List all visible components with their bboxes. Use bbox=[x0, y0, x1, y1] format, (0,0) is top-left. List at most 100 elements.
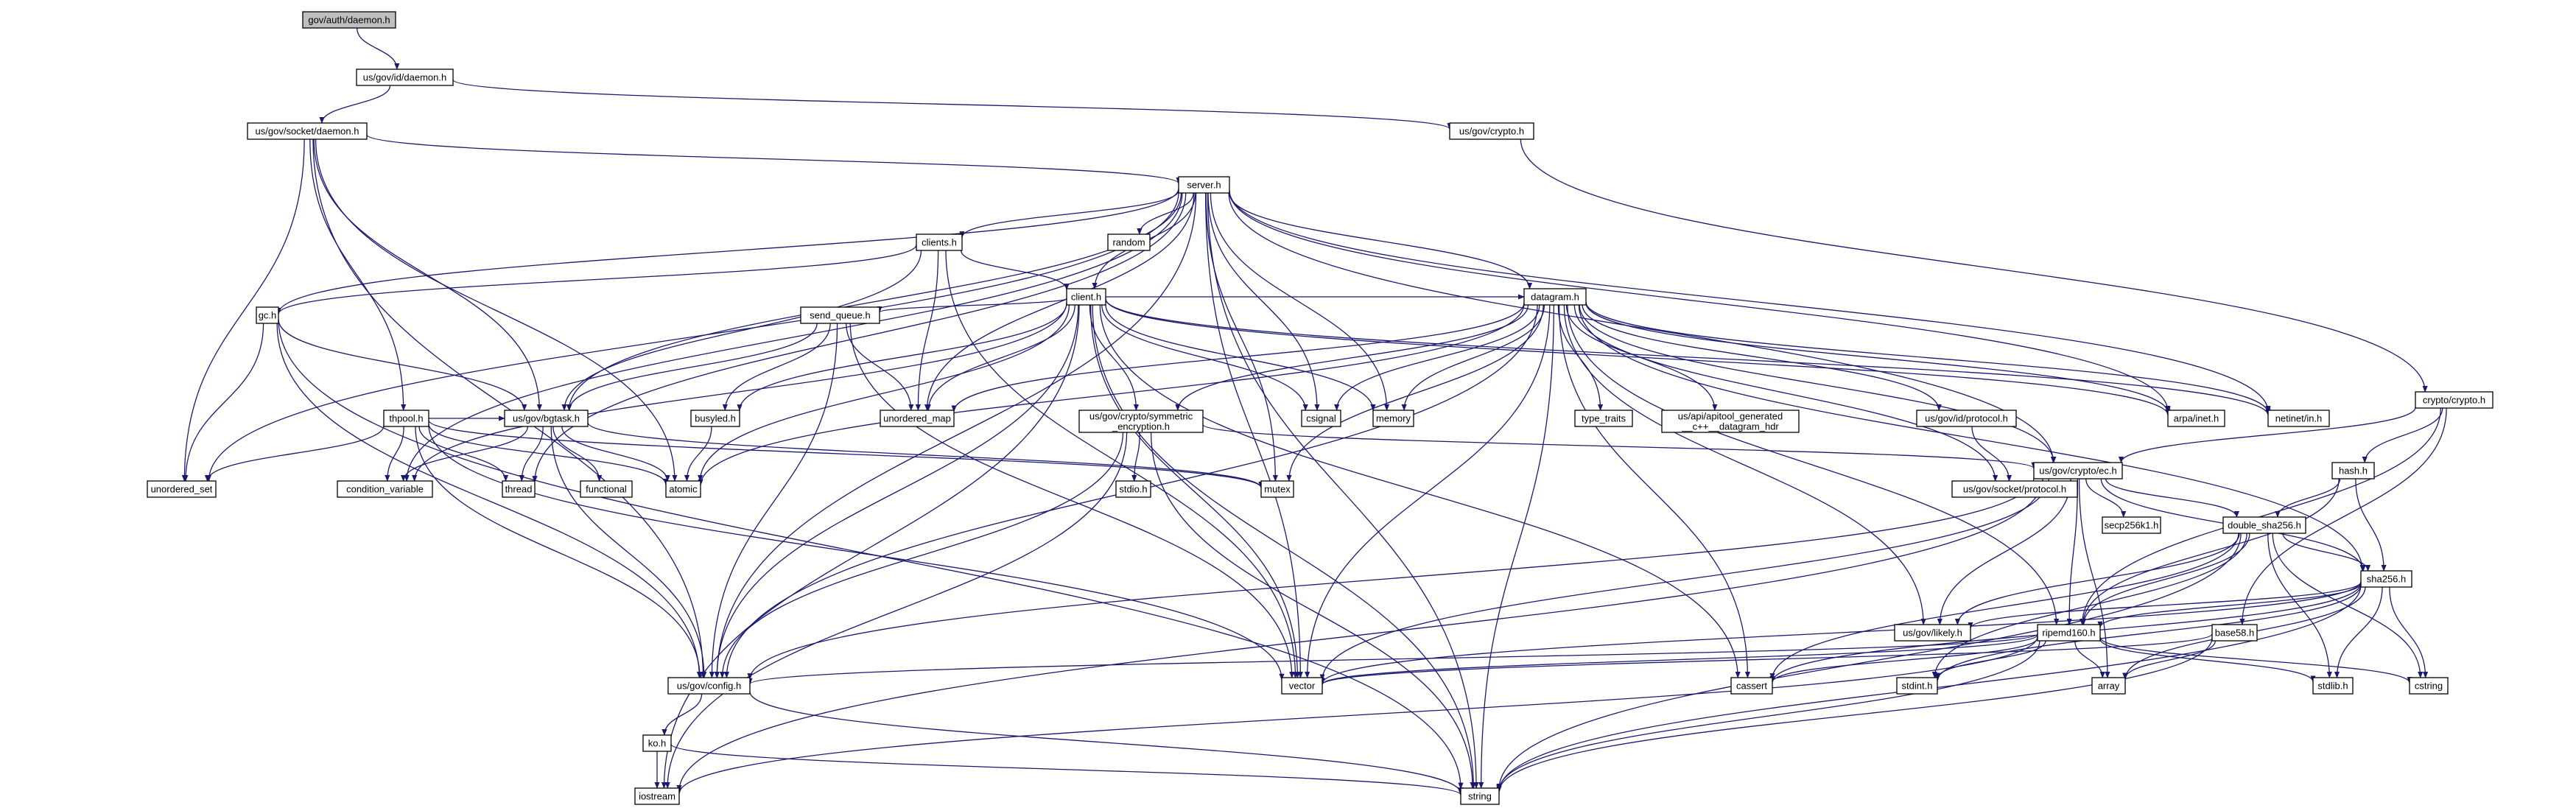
node-thpool[interactable]: thpool.h bbox=[383, 410, 429, 427]
edge-double_sha-to-stdlib bbox=[2267, 533, 2332, 678]
edge-sha256-to-vector bbox=[1319, 581, 2362, 685]
node-label-symmetric-line-1: us/gov/crypto/symmetric bbox=[1089, 411, 1193, 422]
node-csignal[interactable]: csignal bbox=[1301, 410, 1341, 427]
node-box-socket_daemon bbox=[247, 122, 368, 140]
node-atomic[interactable]: atomic bbox=[665, 480, 701, 498]
node-label-thread: thread bbox=[505, 484, 533, 495]
edge-server-to-string bbox=[1207, 192, 1479, 789]
node-ripemd[interactable]: ripemd160.h bbox=[2037, 624, 2101, 642]
edge-symmetric-to-iostream bbox=[664, 432, 1128, 789]
node-auth_daemon[interactable]: gov/auth/daemon.h bbox=[302, 11, 396, 29]
node-base58[interactable]: base58.h bbox=[2211, 624, 2258, 642]
node-label-atomic: atomic bbox=[669, 484, 698, 495]
node-gc[interactable]: gc.h bbox=[256, 306, 279, 324]
node-socket_daemon[interactable]: us/gov/socket/daemon.h bbox=[247, 122, 368, 140]
node-unordered_set[interactable]: unordered_set bbox=[147, 480, 217, 498]
node-netinet_in[interactable]: netinet/in.h bbox=[2267, 410, 2330, 427]
node-array[interactable]: array bbox=[2091, 677, 2126, 695]
node-random[interactable]: random bbox=[1107, 233, 1151, 251]
edge-server-to-config bbox=[714, 192, 1197, 678]
node-config[interactable]: us/gov/config.h bbox=[667, 677, 751, 695]
edge-bgtask-to-functional bbox=[552, 426, 603, 482]
node-client[interactable]: client.h bbox=[1066, 288, 1106, 306]
edge-busyled-to-atomic bbox=[684, 426, 712, 482]
node-iostream[interactable]: iostream bbox=[634, 787, 680, 805]
edge-id_protocol-to-socket_protocol bbox=[1971, 426, 2012, 482]
node-box-bgtask bbox=[504, 410, 589, 427]
node-bgtask[interactable]: us/gov/bgtask.h bbox=[504, 410, 589, 427]
edge-ripemd-to-array bbox=[2074, 640, 2105, 678]
node-symmetric[interactable]: us/gov/crypto/symmetric_encryption.h bbox=[1078, 410, 1204, 433]
node-label-ec: us/gov/crypto/ec.h bbox=[2039, 466, 2117, 477]
node-memory[interactable]: memory bbox=[1372, 410, 1414, 427]
node-thread[interactable]: thread bbox=[502, 480, 536, 498]
edges bbox=[181, 27, 2447, 796]
node-stdlib[interactable]: stdlib.h bbox=[2312, 677, 2354, 695]
node-unordered_map[interactable]: unordered_map bbox=[880, 410, 955, 427]
node-busyled[interactable]: busyled.h bbox=[690, 410, 740, 427]
node-box-string bbox=[1460, 787, 1500, 805]
node-stdio[interactable]: stdio.h bbox=[1115, 480, 1151, 498]
node-box-random bbox=[1107, 233, 1151, 251]
edge-sha256-to-likely bbox=[1968, 581, 2362, 629]
edge-socket_daemon-to-atomic bbox=[315, 138, 678, 482]
edge-crypto_crypto-to-ec bbox=[2118, 407, 2416, 463]
node-label-datagram: datagram.h bbox=[1531, 292, 1579, 303]
edge-clients-to-bgtask bbox=[561, 250, 922, 411]
node-mutex[interactable]: mutex bbox=[1260, 480, 1294, 498]
node-stdint[interactable]: stdint.h bbox=[1896, 677, 1938, 695]
node-secp[interactable]: secp256k1.h bbox=[2102, 516, 2161, 534]
node-double_sha[interactable]: double_sha256.h bbox=[2222, 516, 2306, 534]
node-label-ko: ko.h bbox=[648, 738, 667, 749]
node-datagram[interactable]: datagram.h bbox=[1523, 288, 1587, 306]
node-hash[interactable]: hash.h bbox=[2331, 462, 2375, 479]
node-arpa_inet[interactable]: arpa/inet.h bbox=[2167, 410, 2225, 427]
edge-ripemd-to-stdlib bbox=[2099, 639, 2316, 683]
edge-bgtask-to-config bbox=[550, 426, 707, 678]
node-vector[interactable]: vector bbox=[1281, 677, 1323, 695]
node-gov_crypto[interactable]: us/gov/crypto.h bbox=[1449, 122, 1534, 140]
node-id_protocol[interactable]: us/gov/id/protocol.h bbox=[1916, 410, 2017, 427]
node-sha256[interactable]: sha256.h bbox=[2360, 570, 2412, 588]
node-box-auth_daemon bbox=[302, 11, 396, 29]
node-box-hash bbox=[2331, 462, 2375, 479]
node-ec[interactable]: us/gov/crypto/ec.h bbox=[2033, 462, 2123, 479]
node-box-busyled bbox=[690, 410, 740, 427]
node-apitool[interactable]: us/api/apitool_generated__c++__datagram_… bbox=[1661, 410, 1800, 433]
node-string[interactable]: string bbox=[1460, 787, 1500, 805]
edge-datagram-to-string bbox=[1478, 304, 1554, 789]
edge-thpool-to-vector bbox=[428, 425, 1285, 681]
edge-gc-to-unordered_set bbox=[183, 323, 264, 482]
edge-gc-to-config bbox=[276, 323, 702, 678]
node-cassert[interactable]: cassert bbox=[1730, 677, 1773, 695]
edge-send_queue-to-config bbox=[709, 323, 838, 678]
node-socket_protocol[interactable]: us/gov/socket/protocol.h bbox=[1951, 480, 2078, 498]
node-label-id_protocol: us/gov/id/protocol.h bbox=[1925, 413, 2008, 424]
node-label-likely: us/gov/likely.h bbox=[1903, 628, 1962, 639]
node-label-socket_protocol: us/gov/socket/protocol.h bbox=[1963, 484, 2066, 495]
edge-double_sha-to-cassert bbox=[1769, 533, 2239, 681]
node-send_queue[interactable]: send_queue.h bbox=[800, 306, 880, 324]
edge-config-to-string bbox=[749, 691, 1464, 795]
node-type_traits[interactable]: type_traits bbox=[1574, 410, 1633, 427]
node-label-random: random bbox=[1112, 237, 1145, 248]
node-label-stdio: stdio.h bbox=[1119, 484, 1147, 495]
edge-config-to-ko bbox=[661, 693, 703, 736]
node-id_daemon[interactable]: us/gov/id/daemon.h bbox=[356, 68, 454, 86]
node-condition_variable[interactable]: condition_variable bbox=[337, 480, 433, 498]
edge-crypto_crypto-to-ripemd bbox=[2080, 407, 2441, 625]
edge-ec-to-vector bbox=[1319, 478, 2049, 681]
node-cstring[interactable]: cstring bbox=[2409, 677, 2449, 695]
node-crypto_crypto[interactable]: crypto/crypto.h bbox=[2415, 391, 2493, 409]
node-clients[interactable]: clients.h bbox=[916, 233, 963, 251]
node-box-double_sha bbox=[2222, 516, 2306, 534]
node-server[interactable]: server.h bbox=[1178, 176, 1230, 194]
edge-client-to-iostream bbox=[661, 304, 1080, 789]
node-likely[interactable]: us/gov/likely.h bbox=[1894, 624, 1971, 642]
node-functional[interactable]: functional bbox=[580, 480, 633, 498]
node-ko[interactable]: ko.h bbox=[642, 734, 672, 752]
node-box-config bbox=[667, 677, 751, 695]
edge-server-to-gc bbox=[276, 188, 1179, 315]
edge-ec-to-iostream bbox=[676, 478, 2043, 793]
